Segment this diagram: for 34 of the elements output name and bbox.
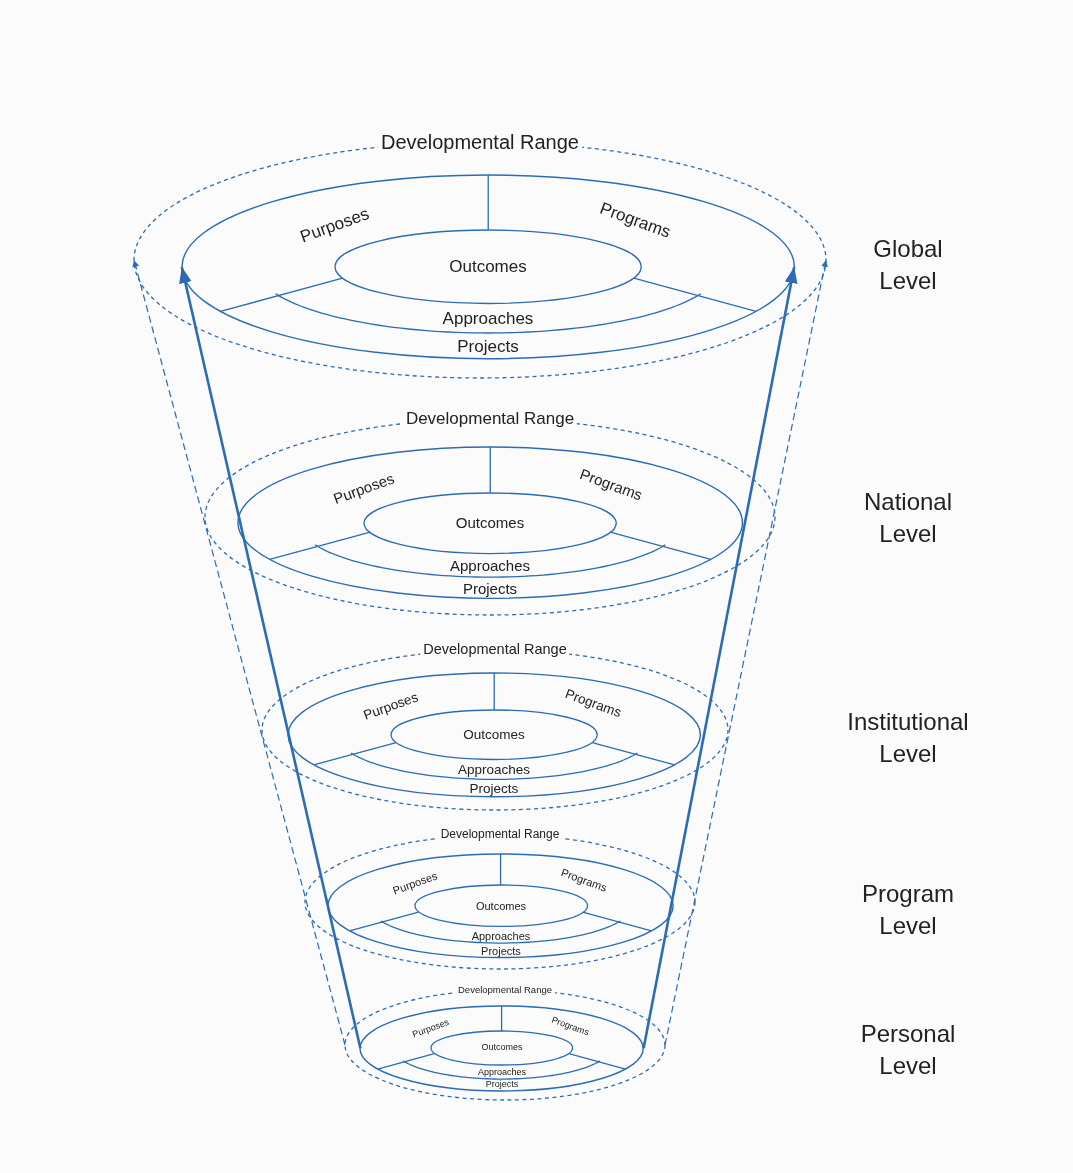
segment-label: Approaches [477,1067,526,1078]
range-label: Developmental Range [402,409,578,429]
segment-label: Approaches [471,929,531,942]
segment-label: Approaches [442,310,534,329]
range-label: Developmental Range [420,642,570,658]
level-disc [328,854,674,958]
arrow [132,259,346,1046]
arrow [664,259,828,1046]
segment-label: Projects [485,1080,519,1091]
level-label: Institutional Level [847,707,969,769]
level-label: Program Level [862,879,954,941]
outcome-label: Outcomes [475,899,527,913]
level-disc [181,175,795,359]
level-disc [360,1005,644,1091]
segment-label: Approaches [449,557,530,575]
level-label: Global Level [873,234,943,296]
segment-label: Projects [457,337,519,357]
outcome-label: Outcomes [463,727,525,743]
range-label: Developmental Range [455,984,555,996]
segment-label: Projects [481,945,521,958]
segment-label: Approaches [457,762,530,778]
range-label: Developmental Range [378,131,582,153]
segment-label: Projects [469,781,519,797]
outcome-label: Outcomes [449,257,527,277]
arrow [179,266,362,1049]
level-disc [237,447,743,599]
level-label: Personal Level [860,1019,956,1081]
outcome-label: Outcomes [481,1043,523,1054]
range-label: Developmental Range [437,828,563,842]
arrow [642,266,798,1049]
outcome-label: Outcomes [455,514,525,532]
segment-label: Projects [462,580,518,597]
level-label: National Level [863,487,953,549]
level-disc [287,672,701,797]
